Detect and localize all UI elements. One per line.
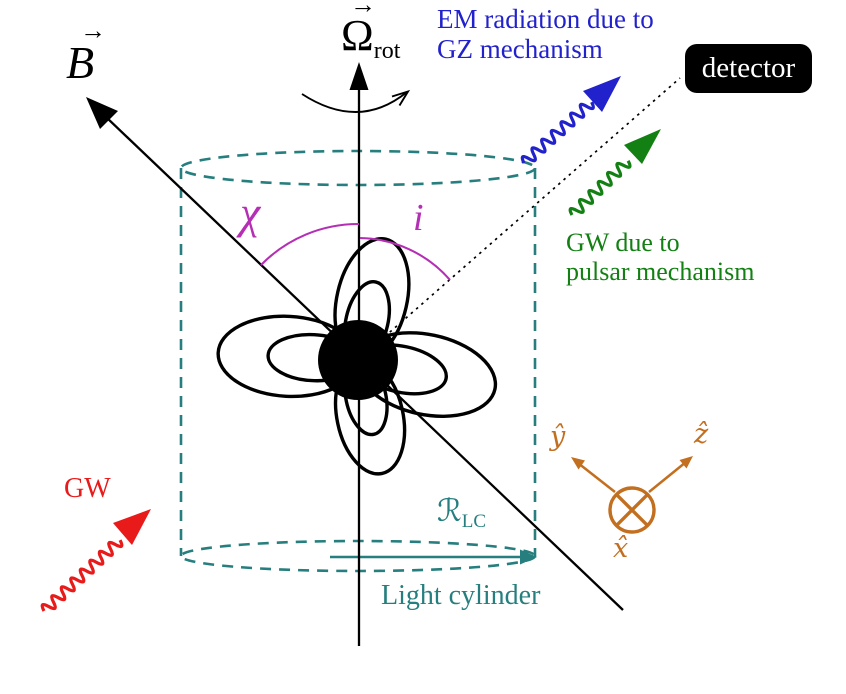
x-axis-label: x̂ bbox=[613, 533, 629, 564]
y-axis-arrow bbox=[571, 457, 616, 493]
x-into-page-icon bbox=[608, 486, 656, 534]
z-axis-arrow bbox=[648, 456, 693, 493]
light-cylinder-radius-arrow bbox=[330, 549, 537, 565]
neutron-star bbox=[318, 320, 398, 400]
light-cylinder-radius-label: ℛLC bbox=[437, 493, 487, 532]
incoming-gw-label: GW bbox=[64, 473, 111, 504]
pulsar-gw-wave-arrow bbox=[568, 129, 661, 216]
chi-angle-label: χ bbox=[240, 187, 261, 238]
z-axis-label: ẑ bbox=[694, 419, 709, 450]
incoming-gw-wave-arrow bbox=[40, 509, 151, 612]
gw-pulsar-label: GW due to pulsar mechanism bbox=[566, 228, 755, 286]
light-cylinder-label: Light cylinder bbox=[381, 580, 541, 611]
omega-rot-label: →Ωrot bbox=[341, 0, 400, 65]
detector-badge: detector bbox=[685, 44, 812, 93]
inclination-angle-arc bbox=[359, 236, 451, 281]
dipole-field-loops bbox=[216, 236, 498, 476]
y-axis-label: ŷ bbox=[550, 421, 566, 452]
rotation-direction-arc bbox=[301, 89, 411, 113]
inclination-angle-label: i bbox=[413, 197, 424, 239]
vector-arrow-icon: → bbox=[80, 16, 106, 45]
chi-angle-arc bbox=[260, 222, 360, 266]
em-wave-arrow bbox=[520, 76, 621, 164]
line-of-sight bbox=[373, 77, 681, 347]
em-radiation-label: EM radiation due to GZ mechanism bbox=[437, 4, 654, 64]
b-field-label: →B bbox=[66, 16, 106, 88]
observer-frame-icon bbox=[571, 456, 693, 534]
